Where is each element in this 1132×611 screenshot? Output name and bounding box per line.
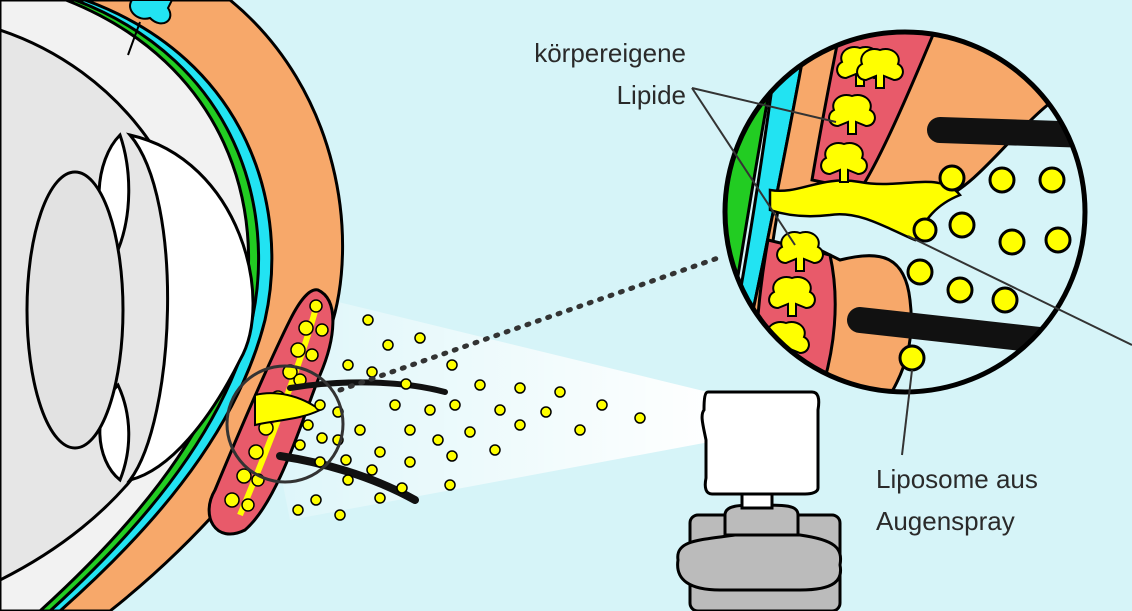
liposome-droplet (400, 378, 412, 390)
liposome-droplet (634, 412, 646, 424)
liposome-droplet (374, 446, 386, 458)
zoom-connector (337, 255, 721, 393)
liposome-droplet (424, 404, 436, 416)
magnifier-small (225, 364, 345, 484)
spray-droplets (292, 314, 646, 521)
cornea (125, 132, 255, 483)
liposome-droplet (489, 444, 501, 456)
zoom-inset (722, 29, 1088, 395)
liposome-droplet (464, 426, 476, 438)
lens (25, 170, 125, 450)
label-lipids-line1: körpereigene (534, 38, 686, 68)
zoom-liposomes (898, 164, 1072, 372)
tear-gland (129, 0, 174, 25)
liposome-droplet (494, 404, 506, 416)
liposome-droplet (444, 479, 456, 491)
liposome-droplet (334, 509, 346, 521)
eyelash-upper (287, 379, 448, 395)
liposome-droplet (414, 332, 426, 344)
liposome-droplet (404, 424, 416, 436)
liposome-droplet (554, 386, 566, 398)
liposome-droplet (366, 366, 378, 378)
liposome-droplet (342, 474, 354, 486)
bottle-neck (676, 533, 843, 592)
magnifier-large (722, 29, 1088, 395)
liposome-droplet (389, 399, 401, 411)
liposome-droplet (540, 406, 552, 418)
liposome-droplet (316, 432, 328, 444)
liposome-droplet (294, 439, 306, 451)
liposome-droplet (302, 419, 314, 431)
tear-duct (127, 21, 141, 56)
liposome-droplet (596, 399, 608, 411)
liposome-droplet (446, 359, 458, 371)
label-lipids-line2: Lipide (617, 80, 686, 110)
liposome-droplet (396, 482, 408, 494)
liposome-droplet (314, 399, 326, 411)
liposome-droplet (514, 419, 526, 431)
liposome-droplet (382, 339, 394, 351)
liposome-droplet (474, 379, 486, 391)
liposome-droplet (292, 504, 304, 516)
liposome-droplet (354, 424, 366, 436)
liposome-droplet (310, 494, 322, 506)
annotation-lines (691, 87, 1132, 456)
liposome-droplet (366, 464, 378, 476)
liposome-droplet (446, 450, 458, 462)
liposome-droplet (404, 456, 416, 468)
liposome-droplet (340, 454, 352, 466)
liposome-droplet (449, 399, 461, 411)
liposome-droplet (314, 456, 326, 468)
spray-nozzle-head (700, 390, 821, 496)
meibomian-gland (207, 288, 335, 536)
liposome-droplet (514, 382, 526, 394)
liposome-droplet (362, 314, 374, 326)
spray-bottle (676, 390, 843, 611)
liposome-droplet (432, 434, 444, 446)
label-liposomes-line2: Augenspray (876, 506, 1015, 536)
liposome-droplet (574, 424, 586, 436)
label-liposomes-line1: Liposome aus (876, 464, 1038, 494)
liposome-droplet (374, 492, 386, 504)
spray-cone (250, 300, 720, 520)
liposome-droplet (342, 359, 354, 371)
